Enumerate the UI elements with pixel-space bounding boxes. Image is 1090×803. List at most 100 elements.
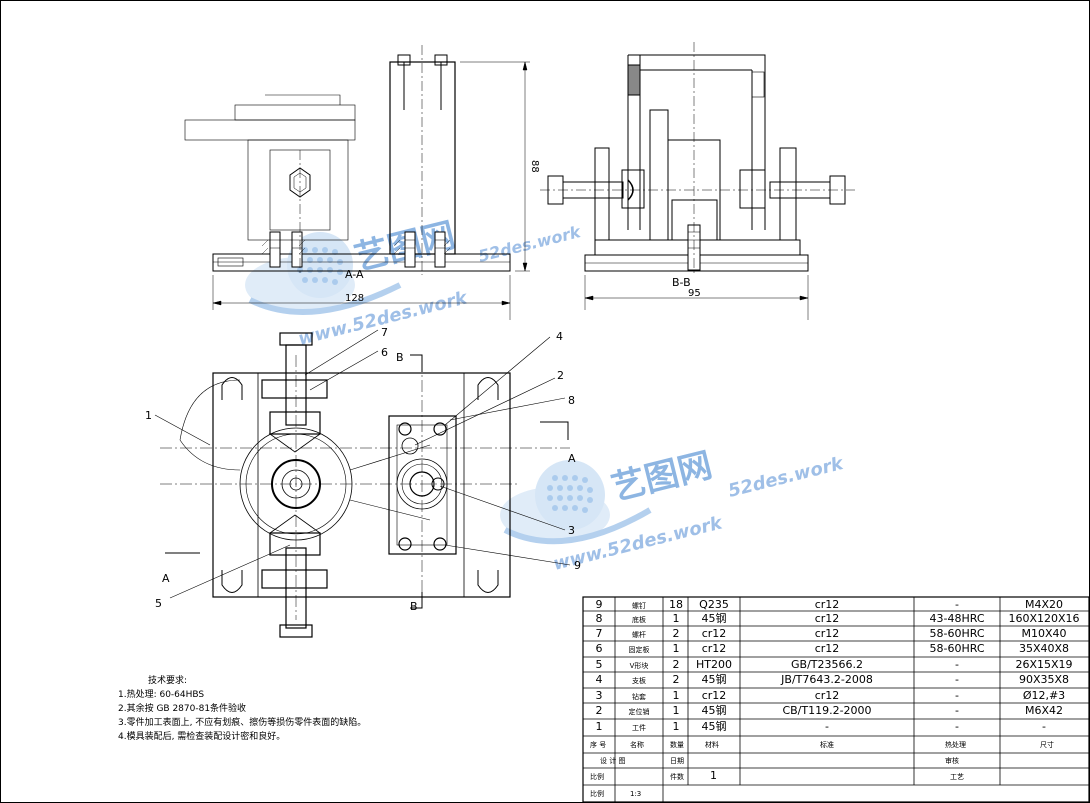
bom-cell-mat: HT200: [696, 658, 732, 671]
bom-cell-name: 工件: [632, 723, 646, 732]
bom-footer-ratio-value: 1:3: [630, 790, 641, 798]
bom-cell-size: 26X15X19: [1015, 658, 1072, 671]
callout-6: 6: [381, 346, 388, 359]
plan-leaders: [154, 329, 571, 599]
bom-cell-std: cr12: [815, 689, 840, 702]
bom-footer-process: 工艺: [950, 773, 964, 781]
bom-cell-size: Ø12,#3: [1023, 689, 1065, 702]
bom-cell-no: 4: [596, 673, 603, 686]
bom-cell-no: 5: [596, 658, 603, 671]
aa-section-label: A-A: [345, 268, 364, 281]
bom-cell-mat: cr12: [702, 689, 727, 702]
bom-cell-qty: 18: [669, 598, 683, 611]
bom-cell-no: 8: [596, 612, 603, 625]
callout-1: 1: [145, 409, 152, 422]
bom-cell-no: 1: [596, 720, 603, 733]
tech-requirements: 技术要求: 1.热处理: 60-64HBS 2.其余按 GB 2870-81条件…: [118, 674, 366, 742]
bom-cell-hard: -: [955, 720, 959, 733]
bom-footer-sheet-label: 件数: [670, 772, 684, 781]
bom-cell-std: -: [825, 720, 829, 733]
bom-cell-no: 2: [596, 704, 603, 717]
bom-cell-qty: 1: [673, 642, 680, 655]
bom-cell-mat: cr12: [702, 642, 727, 655]
bom-cell-name: 支板: [632, 676, 646, 685]
cut-label-b-bottom: B: [410, 600, 418, 613]
plan-view: [154, 329, 571, 638]
bom-cell-name: 底板: [632, 615, 646, 624]
bom-cell-mat: 45钢: [702, 704, 727, 717]
bom-header-std: 标准: [820, 740, 834, 749]
bom-cell-qty: 1: [673, 612, 680, 625]
bom-cell-hard: 58-60HRC: [929, 627, 984, 640]
callout-7: 7: [381, 326, 388, 339]
watermark-globe-icon-2: [500, 460, 652, 545]
bom-header-qty: 数量: [670, 740, 684, 749]
section-aa-view: [184, 45, 530, 320]
bb-section-label: B-B: [672, 276, 691, 289]
bom-cell-hard: -: [955, 598, 959, 611]
bom-cell-qty: 2: [673, 627, 680, 640]
bom-cell-qty: 1: [673, 704, 680, 717]
bom-cell-size: 90X35X8: [1019, 673, 1069, 686]
aa-hatching: [261, 239, 451, 255]
cut-label-a-right: A: [568, 452, 576, 465]
tech-req-item-1: 1.热处理: 60-64HBS: [118, 688, 204, 700]
aa-width-dim: 128: [345, 293, 364, 304]
bom-row-lines: [583, 610, 1089, 786]
bom-cell-size: 35X40X8: [1019, 642, 1069, 655]
bom-header-no: 序 号: [590, 740, 606, 749]
aa-dimensions: [212, 61, 530, 320]
bom-cell-size: M4X20: [1025, 598, 1063, 611]
aa-screws: [269, 231, 446, 268]
tech-req-item-3: 3.零件加工表面上, 不应有划痕、擦伤等损伤零件表面的缺陷。: [118, 716, 366, 728]
cut-label-b-top: B: [396, 351, 404, 364]
bom-cell-std: JB/T7643.2-2008: [780, 673, 873, 686]
plan-center-lines: [160, 355, 570, 620]
tech-req-item-2: 2.其余按 GB 2870-81条件验收: [118, 702, 246, 714]
callout-8: 8: [568, 394, 575, 407]
bb-frame: [627, 54, 766, 230]
bom-cell-qty: 1: [673, 689, 680, 702]
bom-cell-std: cr12: [815, 598, 840, 611]
bom-cell-hard: -: [955, 658, 959, 671]
bom-cell-name: 螺杆: [632, 630, 646, 639]
callout-2: 2: [557, 369, 564, 382]
bom-cell-name: 定位销: [629, 707, 650, 716]
bom-header-size: 尺寸: [1040, 740, 1054, 749]
bom-cell-mat: 45钢: [702, 673, 727, 686]
bom-footer-scale-label: 比例: [590, 772, 604, 781]
bom-col-lines: [614, 597, 1001, 802]
bom-header-mat: 材料: [705, 740, 719, 749]
bom-cell-hard: -: [955, 704, 959, 717]
bom-cell-size: M6X42: [1025, 704, 1063, 717]
bb-dimensions: [584, 275, 809, 320]
bom-footer-review: 审核: [945, 756, 959, 765]
bom-cell-name: 固定板: [629, 645, 650, 654]
bb-width-dim: 95: [688, 288, 701, 299]
bom-header: 序 号 名称 数量 材料 标准 热处理 尺寸: [590, 740, 1054, 749]
aa-base-plate: [212, 253, 511, 272]
bom-footer-sheet-value: 1: [710, 769, 717, 782]
aa-height-dim: 88: [529, 160, 540, 173]
bom-cell-qty: 2: [673, 658, 680, 671]
tech-req-item-4: 4.模具装配后, 需检查装配设计密和良好。: [118, 730, 285, 742]
bom-cell-no: 9: [596, 598, 603, 611]
section-bb-view: [540, 42, 855, 320]
bom-footer: 设 计 图 日期 审核 比例 件数 1 工艺 比例 1:3: [590, 756, 964, 798]
cut-label-a-left: A: [162, 572, 170, 585]
callout-4: 4: [556, 330, 563, 343]
bom-header-hard: 热处理: [945, 740, 966, 749]
bom-footer-designer: 设 计 图: [600, 756, 625, 765]
tech-req-title: 技术要求:: [148, 674, 187, 686]
bom-cell-std: cr12: [815, 627, 840, 640]
bom-cell-no: 6: [596, 642, 603, 655]
plan-cut-markers: [165, 354, 569, 609]
bom-footer-date: 日期: [670, 757, 684, 765]
aa-support-column: [389, 61, 456, 255]
aa-center-lines: [299, 45, 423, 275]
plan-labels: B B A A 1 2 3 4 5 6 7 8 9: [145, 326, 581, 613]
bom-footer-ratio-label: 比例: [590, 789, 604, 798]
bom-header-name: 名称: [630, 740, 644, 749]
